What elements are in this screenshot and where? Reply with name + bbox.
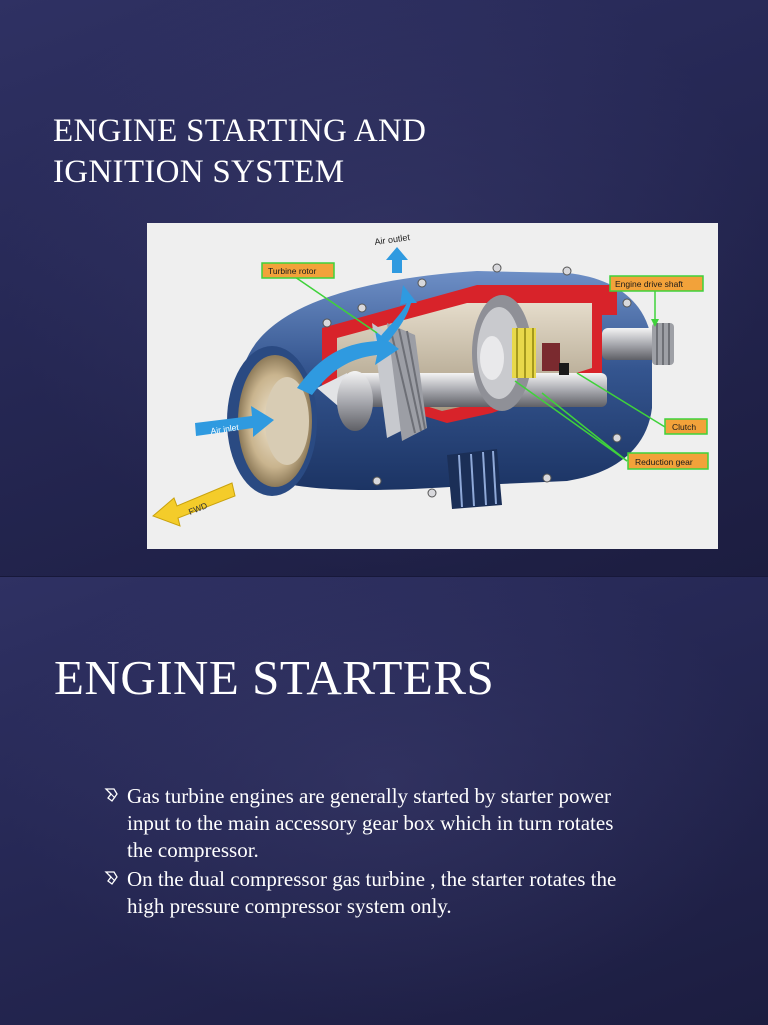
air-outlet-arrow [386,247,408,273]
bullet-leaf-icon [104,871,118,885]
callout-engine-drive-shaft: Engine drive shaft [609,275,704,292]
turbine-rotor-label: Turbine rotor [268,266,317,276]
clutch-label: Clutch [672,422,696,432]
callout-clutch: Clutch [664,418,708,435]
bullet-text: Gas turbine engines are generally starte… [127,784,614,862]
air-inlet-label: Air inlet [210,422,240,436]
callout-turbine-rotor: Turbine rotor [261,262,335,279]
air-outlet-label: Air outlet [374,232,411,247]
fwd-arrow [152,482,236,527]
bullet-text: On the dual compressor gas turbine , the… [127,867,617,918]
airflow-arrows [152,247,417,527]
bullet-item: Gas turbine engines are generally starte… [104,783,624,864]
slide-1-title: ENGINE STARTING AND IGNITION SYSTEM [53,111,426,193]
bullet-leaf-icon [104,788,118,802]
housing-bolts [322,263,632,498]
leader-lines [294,276,666,462]
exhaust-grill [447,449,502,509]
slide-2: ENGINE STARTERS Gas turbine engines are … [0,576,768,1025]
bullet-item: On the dual compressor gas turbine , the… [104,866,624,920]
slide-2-title: ENGINE STARTERS [54,650,495,705]
reduction-gear-drum [472,295,569,411]
starter-cutaway-diagram: Air outlet Air inlet FWD Turbine rotor E… [147,223,718,549]
air-inlet-arrow [195,406,274,437]
drive-shaft [602,323,674,365]
engine-drive-shaft-label: Engine drive shaft [615,279,684,289]
reduction-gear-label: Reduction gear [635,457,693,467]
slide-1-title-line-2: IGNITION SYSTEM [53,154,345,190]
bullet-list: Gas turbine engines are generally starte… [104,783,624,922]
slide-1: ENGINE STARTING AND IGNITION SYSTEM [0,0,768,576]
slide-1-title-line-1: ENGINE STARTING AND [53,113,427,149]
callout-reduction-gear: Reduction gear [627,452,709,470]
